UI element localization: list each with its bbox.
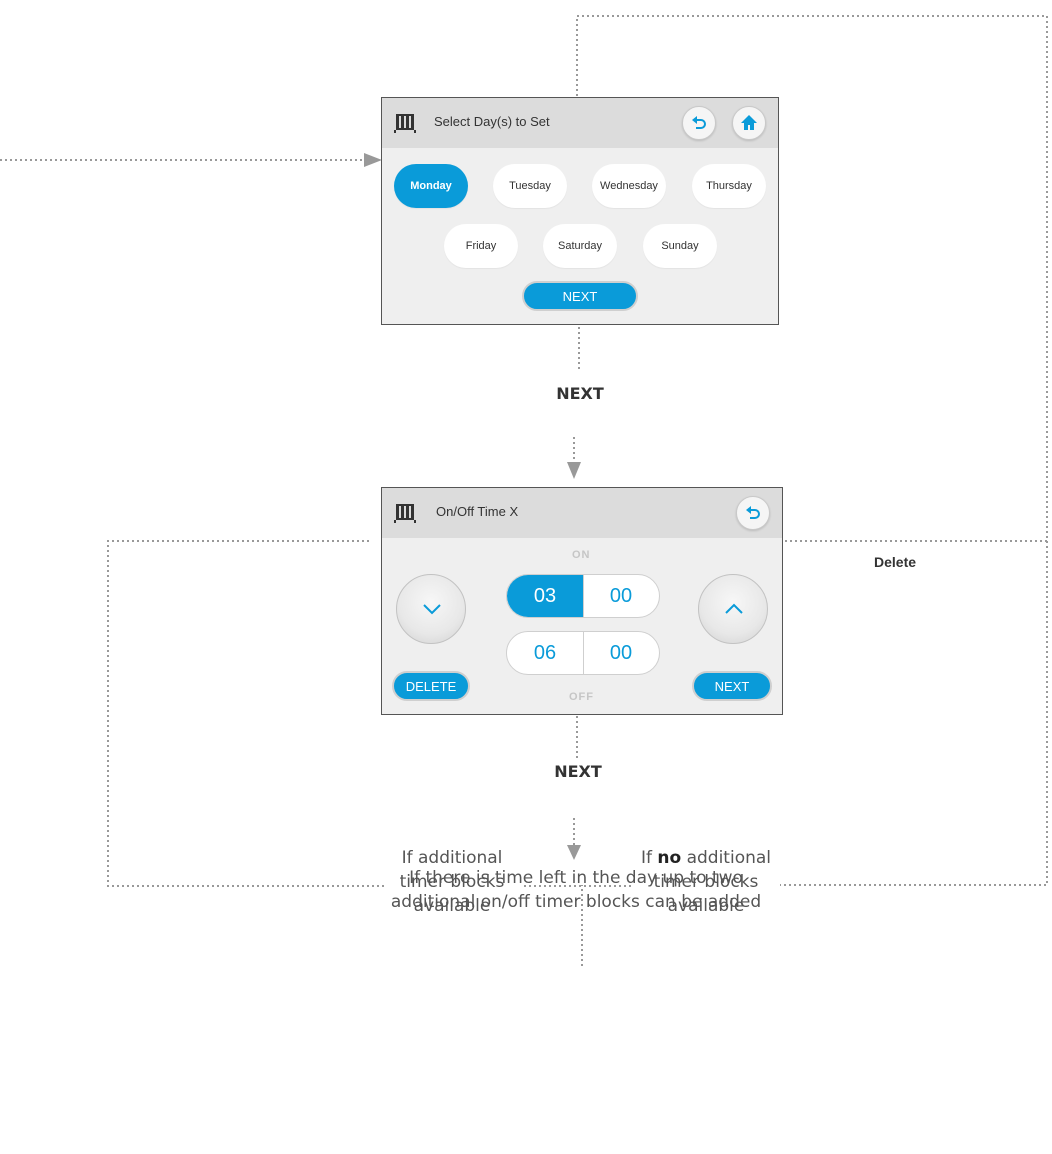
off-label: OFF — [569, 691, 594, 703]
day-thursday[interactable]: Thursday — [692, 164, 766, 208]
decrease-button[interactable] — [396, 574, 466, 644]
note-arrowhead — [567, 845, 581, 860]
select-day-screen: Select Day(s) to Set Monday Tuesday Wedn… — [381, 97, 779, 325]
screen-header: Select Day(s) to Set — [382, 98, 778, 148]
flow-label-next-2: NEXT — [554, 762, 602, 781]
off-hour-field[interactable]: 06 — [533, 641, 557, 664]
on-hour-field[interactable]: 03 — [507, 575, 583, 617]
next-button[interactable]: NEXT — [522, 281, 638, 311]
loop-connector-left — [107, 540, 384, 887]
next-button[interactable]: NEXT — [692, 671, 772, 701]
screen-header: On/Off Time X — [382, 488, 782, 538]
flow-label-next-1: NEXT — [556, 384, 604, 403]
branch-no-prefix: If — [640, 848, 658, 868]
on-off-time-screen: On/Off Time X ON 03 00 06 00 DELETE OFF … — [381, 487, 783, 715]
day-tuesday[interactable]: Tuesday — [493, 164, 567, 208]
home-icon — [741, 115, 757, 130]
time-divider — [583, 575, 584, 617]
branch-yes-label: If additional timer blocks available — [399, 848, 505, 916]
screen-title: Select Day(s) to Set — [434, 114, 550, 129]
branch-no-label: If no additional timer blocks available — [634, 846, 778, 918]
on-minute-field[interactable]: 00 — [609, 584, 633, 607]
increase-button[interactable] — [698, 574, 768, 644]
off-time-field: 06 00 — [506, 631, 660, 675]
delete-button[interactable]: DELETE — [392, 671, 470, 701]
back-icon — [746, 506, 760, 519]
day-friday[interactable]: Friday — [444, 224, 518, 268]
loop-connector-right — [576, 15, 1048, 886]
time-divider — [583, 632, 584, 674]
back-button[interactable] — [682, 106, 716, 140]
on-label: ON — [572, 549, 591, 561]
radiator-icon — [394, 114, 416, 133]
branch-no-emphasis: no — [657, 848, 682, 868]
day-wednesday[interactable]: Wednesday — [592, 164, 666, 208]
chevron-up-icon — [725, 603, 743, 614]
branch-no-rest: additional timer blocks available — [653, 848, 772, 916]
radiator-icon — [394, 504, 416, 523]
screen-title: On/Off Time X — [436, 504, 519, 519]
day-sunday[interactable]: Sunday — [643, 224, 717, 268]
entry-arrowhead — [364, 153, 382, 167]
delete-flow-label: Delete — [874, 554, 917, 570]
chevron-down-icon — [423, 604, 441, 615]
screen2-arrowhead — [567, 462, 581, 479]
back-button[interactable] — [736, 496, 770, 530]
back-icon — [692, 116, 706, 129]
day-saturday[interactable]: Saturday — [543, 224, 617, 268]
additional-blocks-note: If there is time left in the day up to t… — [390, 868, 762, 912]
day-monday[interactable]: Monday — [394, 164, 468, 208]
off-minute-field[interactable]: 00 — [609, 641, 633, 664]
on-time-field: 03 00 — [506, 574, 660, 618]
home-button[interactable] — [732, 106, 766, 140]
